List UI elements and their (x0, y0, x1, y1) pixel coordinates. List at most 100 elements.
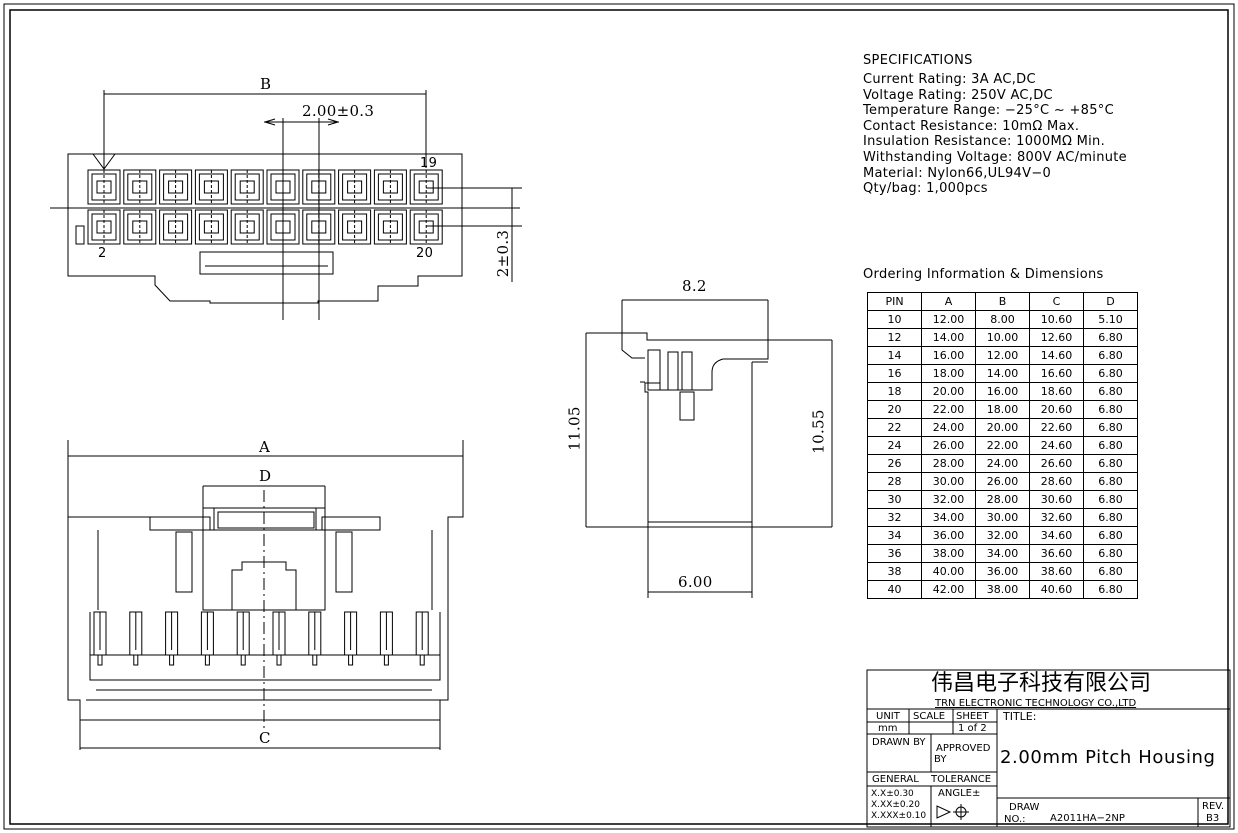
table-cell: 6.80 (1083, 472, 1138, 491)
table-cell: 6.80 (1083, 328, 1138, 347)
table-cell: 26.60 (1029, 454, 1084, 473)
company-name-en: TRN ELECTRONIC TECHNOLOGY CO.,LTD (935, 698, 1137, 709)
approved-label: APPROVED (936, 743, 991, 754)
table-cell: 6.80 (1083, 400, 1138, 419)
table-cell: 28.00 (921, 454, 976, 473)
table-cell: 6.80 (1083, 562, 1138, 581)
table-cell: 10.60 (1029, 310, 1084, 329)
spec-line: Insulation Resistance: 1000MΩ Min. (863, 134, 1106, 150)
draw-no-label-1: DRAW (1009, 802, 1040, 813)
draw-no: A2011HA−2NP (1050, 813, 1125, 824)
dim-height-tol: 2±0.3 (494, 229, 513, 278)
dim-c: C (259, 729, 271, 747)
drawn-by-label: DRAWN BY (872, 737, 926, 748)
table-cell: 32 (867, 508, 922, 527)
table-cell: 18.00 (921, 364, 976, 383)
spec-line: Voltage Rating: 250V AC,DC (863, 87, 1053, 103)
table-cell: 20.00 (975, 418, 1030, 437)
table-cell: 6.80 (1083, 382, 1138, 401)
table-cell: 6.80 (1083, 580, 1138, 599)
table-cell: 6.80 (1083, 544, 1138, 563)
drawing-title: 2.00mm Pitch Housing (1000, 747, 1216, 768)
table-cell: 36 (867, 544, 922, 563)
company-name-cn: 伟昌电子科技有限公司 (931, 671, 1152, 696)
table-cell: 10 (867, 310, 922, 329)
table-cell: 36.00 (921, 526, 976, 545)
table-cell: 26.00 (921, 436, 976, 455)
table-cell: 18 (867, 382, 922, 401)
pin-20-label: 20 (416, 246, 434, 261)
table-cell: 6.80 (1083, 364, 1138, 383)
ordering-col-header: A (921, 292, 976, 311)
table-cell: 38.60 (1029, 562, 1084, 581)
table-cell: 22 (867, 418, 922, 437)
table-cell: 12 (867, 328, 922, 347)
table-cell: 18.00 (975, 400, 1030, 419)
dim-d: D (259, 467, 272, 485)
table-cell: 34.00 (921, 508, 976, 527)
table-cell: 6.80 (1083, 346, 1138, 365)
table-cell: 20.00 (921, 382, 976, 401)
general-label: GENERAL (872, 774, 919, 785)
table-cell: 14.60 (1029, 346, 1084, 365)
spec-line: Material: Nylon66,UL94V−0 (863, 165, 1052, 181)
tolerance-label: TOLERANCE (931, 774, 992, 785)
spec-line: Contact Resistance: 10mΩ Max. (863, 118, 1080, 134)
table-cell: 24.00 (975, 454, 1030, 473)
table-cell: 10.00 (975, 328, 1030, 347)
tolerance-3: X.XXX±0.10 (871, 811, 927, 821)
table-cell: 40.00 (921, 562, 976, 581)
unit-label: UNIT (876, 711, 900, 722)
table-cell: 5.10 (1083, 310, 1138, 329)
table-cell: 24 (867, 436, 922, 455)
table-cell: 30 (867, 490, 922, 509)
table-cell: 24.60 (1029, 436, 1084, 455)
table-cell: 28.00 (975, 490, 1030, 509)
table-cell: 16 (867, 364, 922, 383)
table-cell: 26.00 (975, 472, 1030, 491)
table-cell: 32.00 (975, 526, 1030, 545)
table-cell: 32.60 (1029, 508, 1084, 527)
table-cell: 36.60 (1029, 544, 1084, 563)
spec-line: Withstanding Voltage: 800V AC/minute (863, 150, 1127, 165)
tolerance-2: X.XX±0.20 (871, 800, 920, 810)
top-view-key (75, 225, 85, 245)
table-cell: 36.00 (975, 562, 1030, 581)
table-cell: 38 (867, 562, 922, 581)
table-cell: 12.00 (921, 310, 976, 329)
table-cell: 20.60 (1029, 400, 1084, 419)
dim-side-height-left: 11.05 (565, 406, 584, 451)
table-cell: 22.00 (975, 436, 1030, 455)
table-cell: 16.00 (921, 346, 976, 365)
table-cell: 30.00 (921, 472, 976, 491)
draw-no-label-2: NO.: (1004, 814, 1026, 825)
front-view (67, 440, 464, 750)
rev-value: B3 (1206, 813, 1220, 824)
sheet-border-inner (9, 9, 1229, 825)
table-cell: 12.60 (1029, 328, 1084, 347)
dim-side-bottom: 6.00 (678, 573, 713, 591)
dim-a: A (259, 438, 271, 456)
side-view (585, 299, 833, 598)
dim-side-width: 8.2 (682, 277, 707, 295)
table-cell: 28.60 (1029, 472, 1084, 491)
table-cell: 20 (867, 400, 922, 419)
table-cell: 42.00 (921, 580, 976, 599)
terminal-row-base (89, 612, 441, 681)
table-cell: 12.00 (975, 346, 1030, 365)
table-cell: 6.80 (1083, 418, 1138, 437)
spec-line: Qty/bag: 1,000pcs (863, 181, 988, 197)
